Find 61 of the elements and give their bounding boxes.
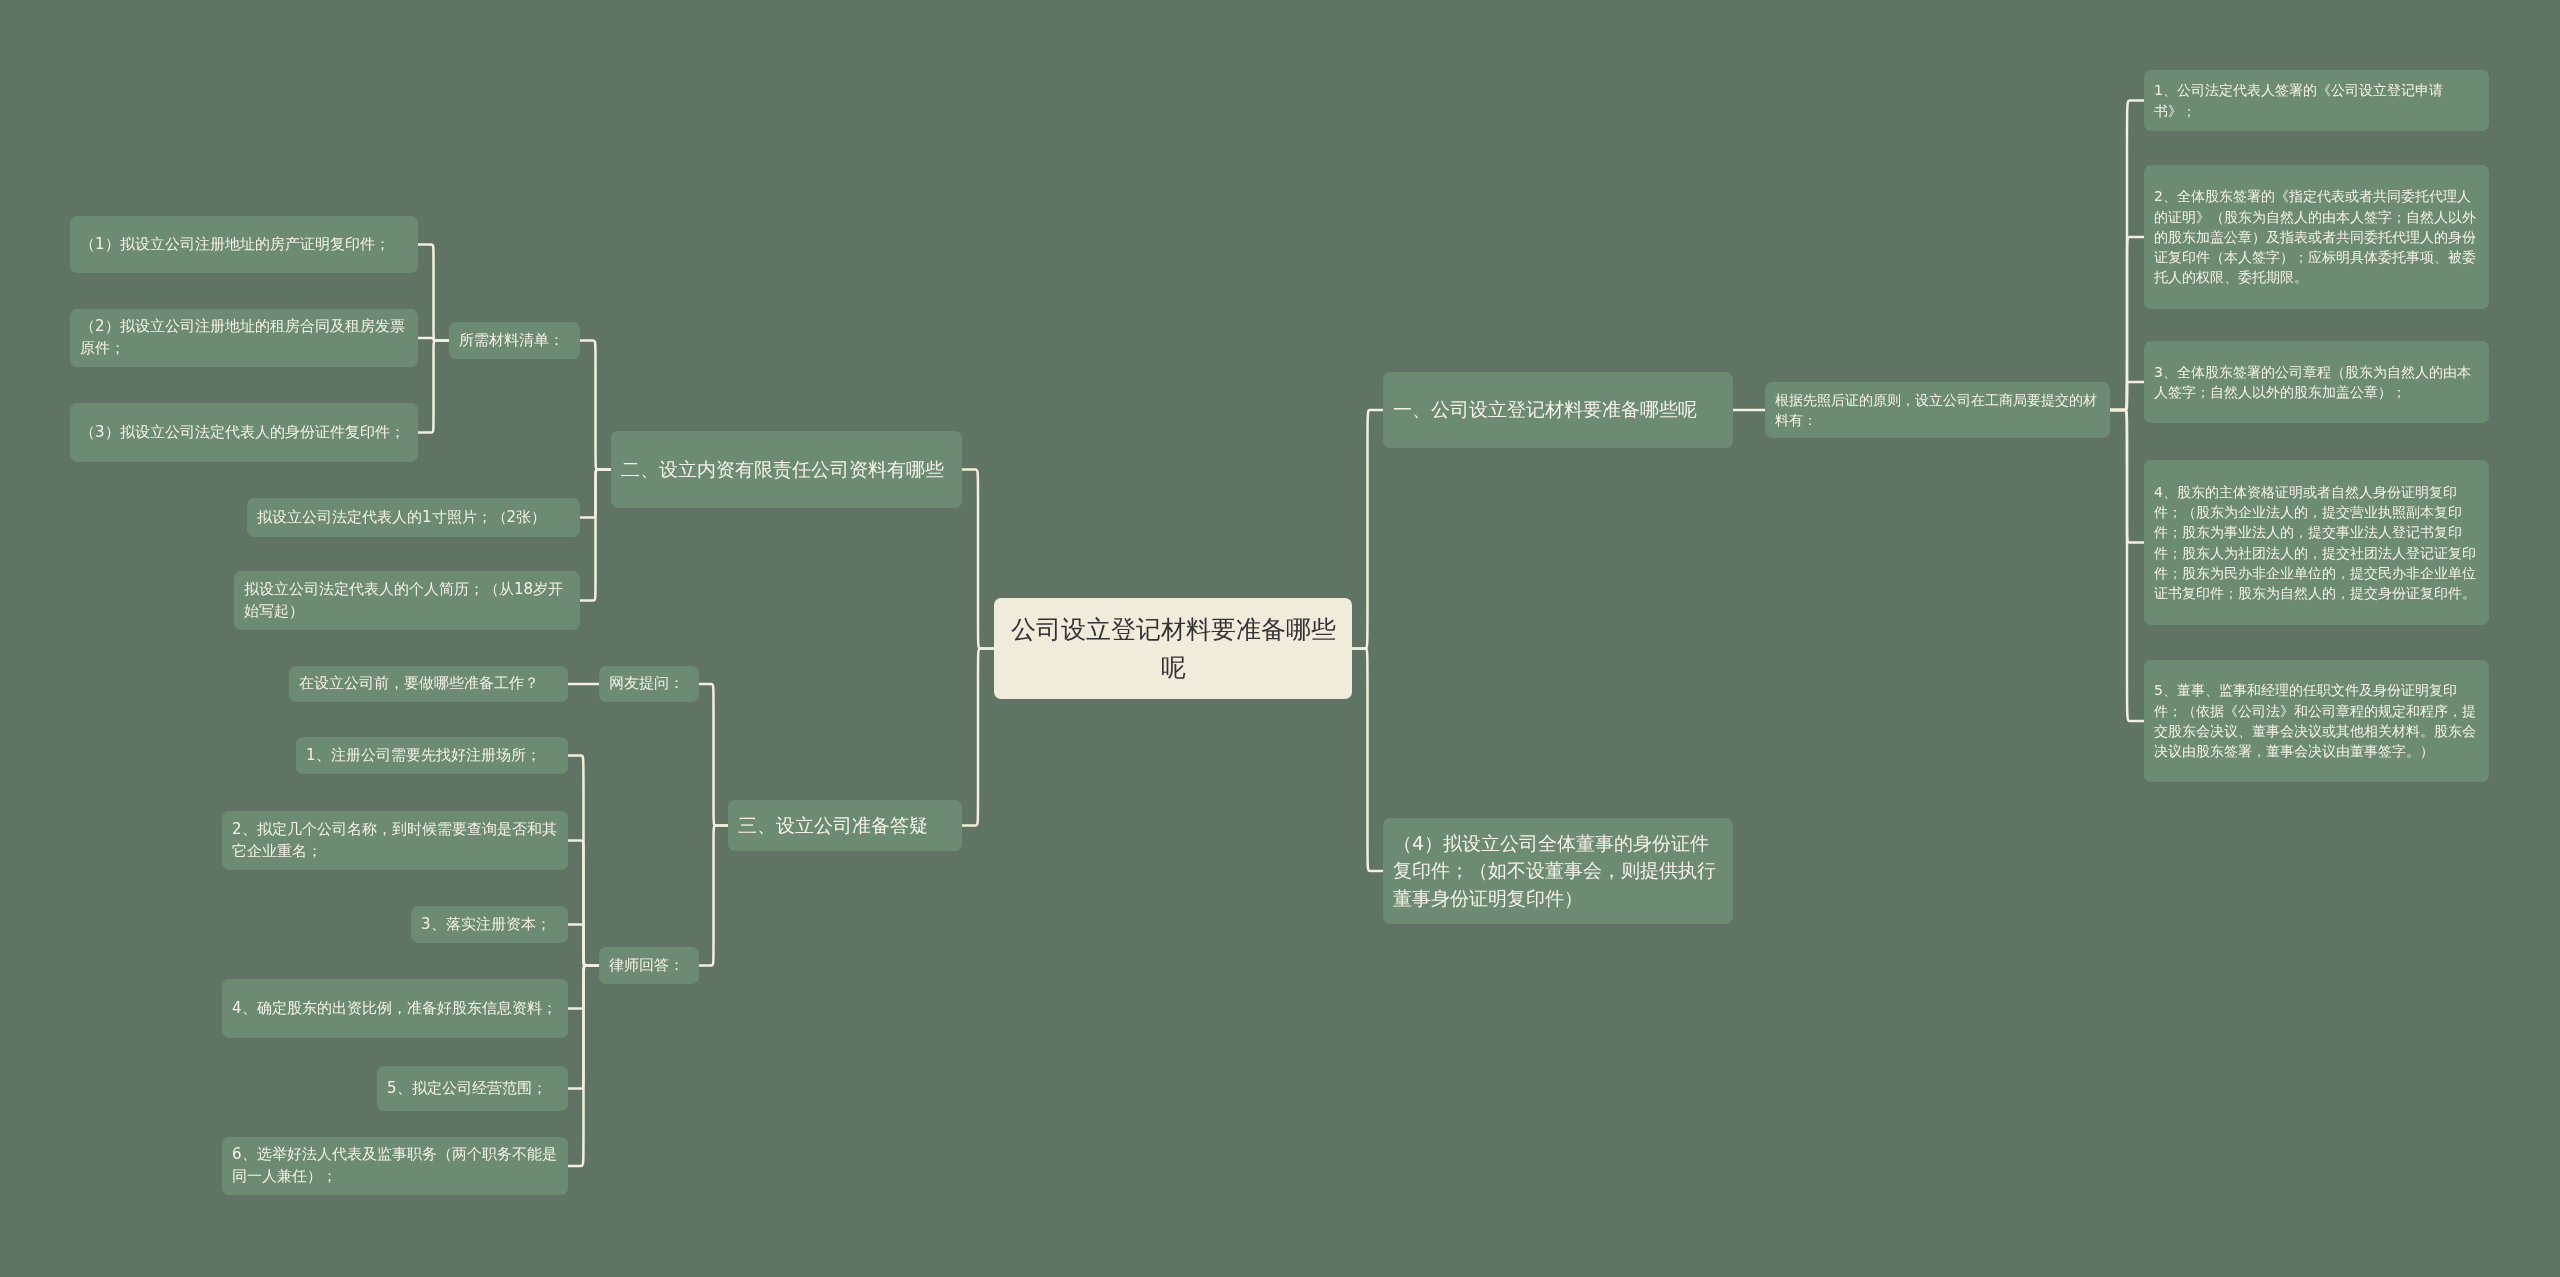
subtopic-box — [599, 666, 699, 702]
subtopic-box — [222, 1137, 568, 1195]
subtopic-box — [70, 309, 418, 367]
connector-line — [568, 964, 599, 1168]
topic-text: 拟设立公司法定代表人的个人简历；（从18岁开始写起） — [244, 578, 565, 622]
subtopic-box — [2144, 660, 2489, 782]
topic-box — [1383, 818, 1733, 924]
subtopic-box — [2144, 165, 2489, 309]
connector-line — [699, 824, 728, 967]
subtopic-box — [377, 1066, 568, 1111]
subtopic-box — [234, 571, 580, 630]
subtopic-box — [222, 811, 568, 870]
topic-box — [1383, 372, 1733, 448]
topic-text: 2、全体股东签署的《指定代表或者共同委托代理人的证明》（股东为自然人的由本人签字；自然人以外的股东加盖公章）及指表或者共同委托代理人的身份证复印件（本人签字）；应标明具体委托事项、被委托人的权限、委托期限。 — [2154, 187, 2477, 288]
connector-line — [1733, 408, 1765, 412]
connector-line — [1352, 647, 1383, 873]
subtopic-box — [289, 666, 568, 702]
topic-text: 3、落实注册资本； — [421, 913, 551, 935]
topic-text: 所需材料清单： — [459, 329, 564, 351]
topic-text: 1、注册公司需要先找好注册场所； — [306, 744, 541, 766]
topic-text: （4）拟设立公司全体董事的身份证件复印件；（如不设董事会，则提供执行董事身份证明复印件） — [1393, 830, 1717, 911]
topic-text: 5、董事、监事和经理的任职文件及身份证明复印件；（依据《公司法》和公司章程的规定和程序，提交股东会决议、董事会决议或其他相关材料。股东会决议由股东签署，董事会决议由董事签字。） — [2154, 681, 2477, 762]
subtopic-box — [2144, 341, 2489, 423]
topic-text: 公司设立登记材料要准备哪些呢 — [1009, 614, 1337, 684]
topic-text: 二、设立内资有限责任公司资料有哪些 — [621, 456, 944, 482]
connector-line — [580, 468, 611, 602]
topic-text: 6、选举好法人代表及监事职务（两个职务不能是同一人兼任）； — [232, 1144, 558, 1187]
topic-text: 一、公司设立登记材料要准备哪些呢 — [1393, 397, 1697, 423]
topic-text: 网友提问： — [609, 673, 684, 695]
connector-line — [962, 647, 994, 827]
topic-text: （2）拟设立公司注册地址的租房合同及租房发票原件； — [80, 316, 406, 359]
subtopic-box — [70, 403, 418, 462]
topic-box — [611, 431, 962, 508]
topic-text: 4、确定股东的出资比例，准备好股东信息资料； — [232, 997, 557, 1019]
subtopic-box — [2144, 70, 2489, 131]
central-topic-box — [994, 598, 1352, 699]
topic-text: 拟设立公司法定代表人的1寸照片；（2张） — [257, 506, 547, 528]
connector-line — [418, 339, 449, 434]
topic-text: 4、股东的主体资格证明或者自然人身份证明复印件；（股东为企业法人的，提交营业执照副本复印件；股东为事业法人的，提交事业法人登记书复印件；股东人为社团法人的，提交社团法人登记证复印件；股东为民办非企业单位的，提交民办非企业单位证书复印件；股东为自然人的，提交身份证复印件。 — [2154, 482, 2477, 604]
subtopic-box — [449, 322, 580, 359]
topic-text: 2、拟定几个公司名称，到时候需要查询是否和其它企业重名； — [232, 818, 558, 862]
subtopic-box — [1765, 382, 2110, 438]
topic-text: 律师回答： — [609, 954, 684, 976]
topic-text: 3、全体股东签署的公司章程（股东为自然人的由本人签字；自然人以外的股东加盖公章）； — [2154, 362, 2472, 402]
topic-text: （1）拟设立公司注册地址的房产证明复印件； — [80, 233, 390, 255]
subtopic-box — [296, 737, 568, 774]
topic-text: 三、设立公司准备答疑 — [738, 812, 928, 838]
topic-text: 1、公司法定代表人签署的《公司设立登记申请书》； — [2154, 81, 2444, 121]
subtopic-box — [599, 947, 699, 984]
connector-line — [568, 682, 599, 686]
subtopic-box — [247, 498, 580, 537]
subtopic-box — [222, 979, 568, 1038]
topic-text: 在设立公司前，要做哪些准备工作？ — [299, 673, 539, 695]
subtopic-box — [2144, 460, 2489, 625]
subtopic-box — [70, 216, 418, 273]
topic-text: 5、拟定公司经营范围； — [387, 1077, 547, 1099]
topic-text: 根据先照后证的原则，设立公司在工商局要提交的材料有： — [1775, 390, 2098, 430]
topic-box — [728, 800, 962, 851]
subtopic-box — [411, 906, 568, 943]
connector-line — [2110, 408, 2144, 723]
topic-text: （3）拟设立公司法定代表人的身份证件复印件； — [80, 421, 405, 443]
